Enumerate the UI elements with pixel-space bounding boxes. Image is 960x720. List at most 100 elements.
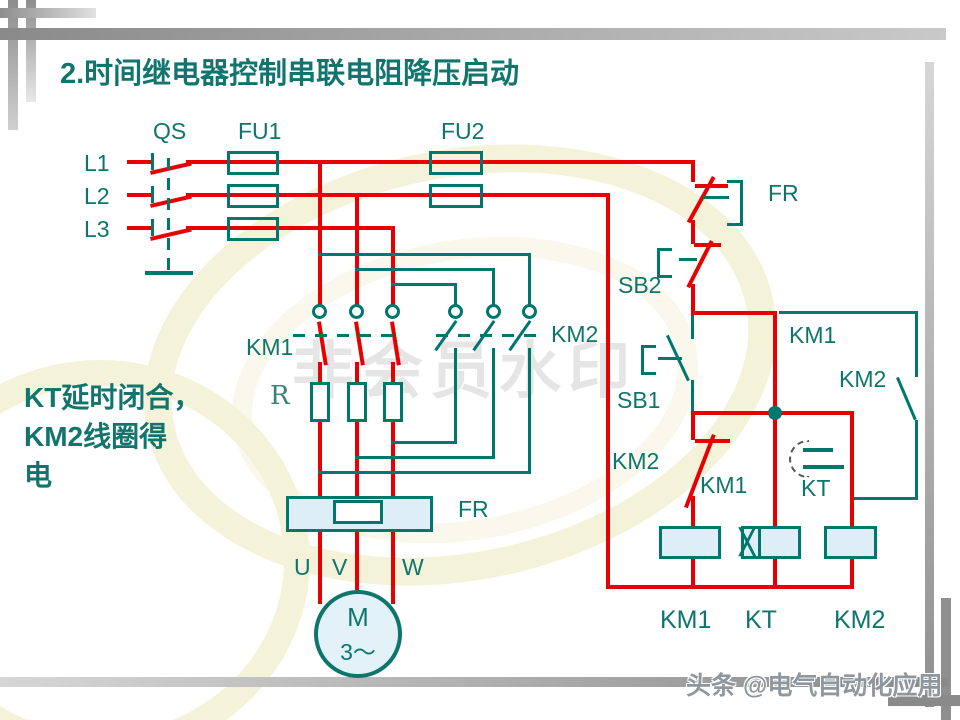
label-l3: L3 (84, 216, 110, 242)
corner-bar (0, 8, 96, 18)
page-title: 2.时间继电器控制串联电阻降压启动 (60, 58, 520, 90)
qs-linkage (167, 158, 170, 272)
label-km1-main: KM1 (246, 334, 294, 360)
fr-heater-notch (333, 500, 383, 524)
km1-coil (659, 526, 721, 559)
wire (850, 557, 854, 588)
wire (773, 415, 777, 528)
wire (691, 284, 695, 315)
wire (691, 413, 695, 440)
corner-bar (8, 0, 18, 130)
label-km2-latch: KM2 (839, 366, 887, 392)
wire (691, 311, 777, 315)
label-w: W (402, 554, 424, 580)
km2-coil (824, 526, 877, 559)
resistor (347, 382, 367, 422)
qs-contact-tick (151, 186, 154, 203)
fuse-fu1 (227, 184, 279, 208)
fuse-fu1 (227, 151, 279, 175)
junction-dot (768, 406, 782, 420)
label-fu2: FU2 (441, 118, 485, 144)
km1-contact-terminal (312, 304, 327, 319)
bypass-wire (355, 268, 495, 271)
corner-bar (26, 0, 36, 102)
sb1-button-bracket (644, 372, 656, 375)
credit-watermark: 头条 @电气自动化应用 (686, 672, 943, 700)
label-km1-branch: KM1 (700, 472, 748, 498)
wire (355, 362, 359, 384)
bypass-wire (391, 441, 457, 444)
label-qs: QS (153, 118, 187, 144)
wire (391, 422, 395, 498)
wire (691, 315, 694, 339)
sb1-contact-bar (658, 357, 682, 360)
label-u: U (294, 554, 311, 580)
bypass-wire (318, 253, 531, 256)
qs-handle-bar (145, 271, 193, 275)
motor-phase-text: 3～ (340, 639, 376, 665)
label-coil-km2: KM2 (834, 606, 886, 634)
label-v: V (332, 554, 348, 580)
wire (391, 362, 395, 384)
label-sb2: SB2 (618, 272, 662, 298)
wire-l3 (127, 226, 153, 230)
km2-latch-wire (915, 420, 918, 500)
bypass-wire (492, 268, 495, 307)
label-kt-contact: KT (801, 475, 831, 501)
fuse-fu2 (429, 151, 483, 175)
phase-drop (318, 162, 322, 307)
km2-linkage (436, 334, 544, 337)
km2-contact-terminal (486, 304, 501, 319)
fuse-fu1 (227, 217, 279, 241)
sb2-contact-bar (679, 258, 697, 261)
wire-l2 (127, 193, 153, 197)
wire (691, 380, 694, 413)
fr-bracket (727, 223, 740, 226)
wire (773, 557, 777, 588)
right-rule (925, 62, 934, 707)
wire (391, 532, 395, 604)
note-line: KM2线圈得 (24, 421, 168, 452)
kt-contact-bar (803, 465, 844, 469)
km1-linkage (293, 334, 393, 337)
label-coil-km1: KM1 (660, 606, 712, 634)
wire (691, 496, 695, 528)
top-rule (0, 28, 946, 40)
km2-latch-wire (915, 313, 918, 377)
control-rail-left (606, 195, 610, 589)
qs-contact-tick (151, 153, 154, 170)
right-rule (941, 598, 951, 720)
bottom-rule (888, 695, 960, 706)
kt-delay-x-symbol: ╳ (740, 529, 755, 556)
kt-coil (741, 526, 801, 559)
label-km2-interlock: KM2 (612, 448, 660, 474)
bypass-wire (391, 283, 457, 286)
phase-drop (355, 195, 359, 307)
bypass-wire (492, 348, 495, 459)
bypass-wire (318, 471, 531, 474)
resistor (310, 382, 330, 422)
qs-contact-tick (151, 219, 154, 236)
label-fu1: FU1 (238, 118, 282, 144)
label-l1: L1 (84, 150, 110, 176)
sb2-button-bracket (657, 248, 660, 278)
wire-l1 (127, 160, 153, 164)
km2-contact-terminal (522, 304, 537, 319)
label-l2: L2 (84, 183, 110, 209)
sb2-button-bracket (660, 275, 672, 278)
fr-contact-bar (703, 196, 729, 199)
note-line: 电 (24, 460, 53, 491)
resistor (383, 382, 403, 422)
km2-contact-terminal (448, 304, 463, 319)
km1-contact-terminal (349, 304, 364, 319)
bypass-wire (454, 283, 457, 307)
wire (691, 220, 695, 244)
motor-letter: M (347, 602, 369, 632)
label-km2-main: KM2 (551, 321, 599, 347)
label-sb1: SB1 (617, 387, 661, 413)
wire (318, 362, 322, 384)
km1-contact-terminal (385, 304, 400, 319)
km2-latch-wire (779, 311, 918, 314)
wire (691, 162, 695, 182)
